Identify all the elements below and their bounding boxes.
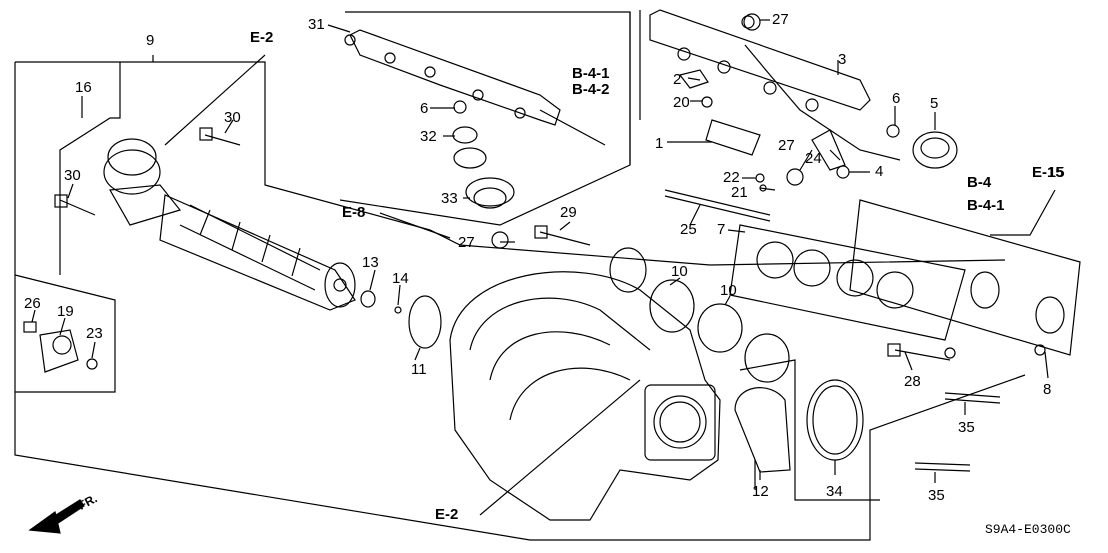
leader-e2b (479, 379, 641, 516)
part-27-low: 27 (458, 234, 475, 251)
ref-b41-top: B-4-1 (572, 65, 610, 82)
ref-b4: B-4 (967, 174, 992, 191)
intake-manifold (449, 271, 721, 521)
part-34: 34 (826, 483, 843, 500)
part-15: 15 (1048, 164, 1065, 181)
part-29: 29 (560, 204, 577, 221)
frame-15 (990, 189, 1056, 236)
part-6-right: 6 (892, 90, 901, 107)
part-5: 5 (930, 95, 939, 112)
part-6-left: 6 (420, 100, 429, 117)
part-23: 23 (86, 325, 103, 342)
part-10-a: 10 (671, 263, 688, 280)
ref-e8: E-8 (342, 204, 366, 221)
injector-1 (705, 119, 761, 156)
fuel-rail-3 (649, 9, 871, 111)
gasket-12 (734, 387, 791, 473)
part-22: 22 (723, 169, 740, 186)
leader-e2a (164, 54, 266, 146)
part-32: 32 (420, 128, 437, 145)
part-12: 12 (752, 483, 769, 500)
part-8: 8 (1043, 381, 1052, 398)
diagram-code: S9A4-E0300C (985, 522, 1071, 537)
part-9: 9 (146, 32, 155, 49)
part-28: 28 (904, 373, 921, 390)
part-27-top: 27 (772, 11, 789, 28)
part-26: 26 (24, 295, 41, 312)
part-20: 20 (673, 94, 690, 111)
part-30-top: 30 (224, 109, 241, 126)
part-24: 24 (805, 150, 822, 167)
manifold-8 (849, 199, 1081, 356)
part-21: 21 (731, 184, 748, 201)
ref-b41-right: B-4-1 (967, 197, 1005, 214)
part-1: 1 (655, 135, 664, 152)
frame-sensor (14, 274, 116, 393)
ref-e2-top: E-2 (250, 29, 274, 46)
frame-rail-left (339, 11, 631, 226)
part-3: 3 (838, 51, 847, 68)
frame-top (15, 61, 1006, 266)
part-13: 13 (362, 254, 379, 271)
frame-12 (739, 359, 880, 501)
part-2: 2 (673, 71, 682, 88)
part-25: 25 (680, 221, 697, 238)
part-16: 16 (75, 79, 92, 96)
part-4: 4 (875, 163, 884, 180)
part-33: 33 (441, 190, 458, 207)
leader-e8 (379, 212, 451, 239)
ref-e15: E-15 (1032, 164, 1064, 181)
part-31: 31 (308, 16, 325, 33)
frame-9 (59, 62, 121, 275)
part-19: 19 (57, 303, 74, 320)
part-7: 7 (717, 221, 726, 238)
part-14: 14 (392, 270, 409, 287)
part-10-b: 10 (720, 282, 737, 299)
part-35-bottom: 35 (928, 487, 945, 504)
gasket-7 (729, 224, 966, 341)
part-30-left: 30 (64, 167, 81, 184)
frame-main (14, 62, 1026, 541)
part-11: 11 (411, 361, 427, 378)
fuel-rail-31 (349, 29, 561, 126)
actuator-9 (159, 194, 356, 311)
ref-b42: B-4-2 (572, 81, 610, 98)
part-35-top: 35 (958, 419, 975, 436)
ref-e2-bottom: E-2 (435, 506, 459, 523)
part-27-mid: 27 (778, 137, 795, 154)
